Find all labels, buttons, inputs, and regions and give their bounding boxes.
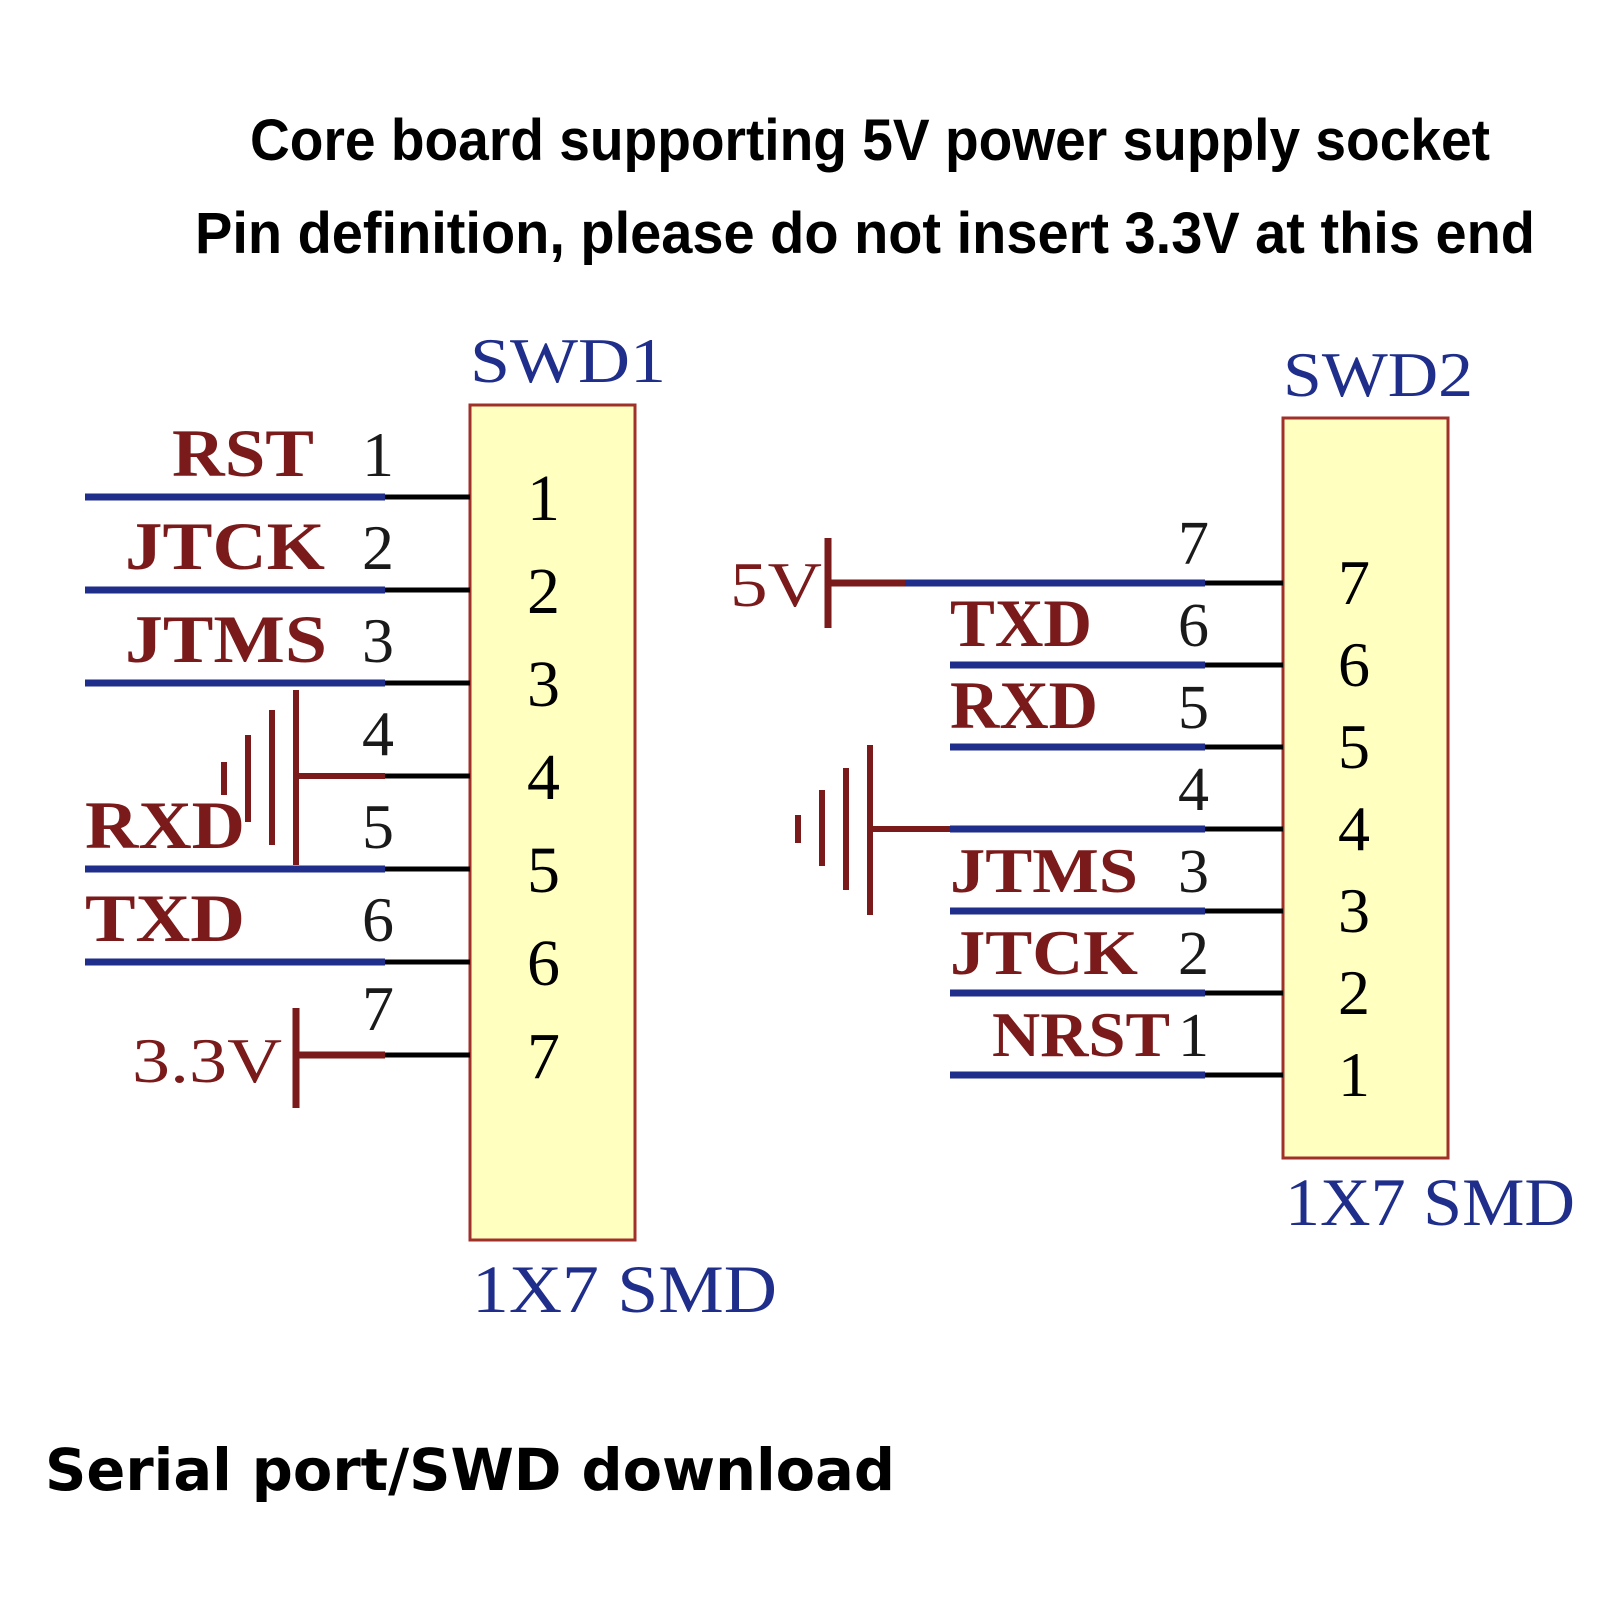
swd2-inner-pin-3: 3: [1338, 875, 1370, 946]
swd2-net-txd: TXD: [950, 585, 1092, 661]
swd1-package-label: 1X7 SMD: [472, 1251, 777, 1327]
swd2-outer-pin-6: 6: [1178, 592, 1209, 660]
swd1-inner-pin-5: 5: [527, 834, 560, 907]
swd2-body: [1281, 416, 1450, 1160]
swd1-outer-pin-7: 7: [362, 973, 394, 1044]
swd1-net-txd: TXD: [85, 880, 245, 956]
swd1-ref-label: SWD1: [470, 325, 666, 396]
swd1-inner-pin-6: 6: [527, 927, 560, 1000]
swd2-outer-pin-7: 7: [1178, 510, 1209, 578]
swd1-inner-pin-2: 2: [527, 555, 560, 628]
swd1-wires: [85, 493, 385, 966]
swd2-outer-pin-3: 3: [1178, 838, 1209, 906]
footer-caption: Serial port/SWD download: [45, 1436, 895, 1504]
swd1-outer-pin-3: 3: [362, 605, 394, 676]
swd1-net-rxd: RXD: [85, 787, 245, 863]
swd1-net-jtms: JTMS: [125, 601, 327, 677]
swd2-inner-pin-6: 6: [1338, 629, 1370, 700]
swd2-outer-pin-5: 5: [1178, 674, 1209, 742]
swd2-net-jtms: JTMS: [950, 835, 1138, 906]
swd2-inner-pin-1: 1: [1338, 1039, 1370, 1110]
connector-swd2: SWD2 1X7 SMD 5V: [730, 339, 1575, 1240]
swd2-net-jtck: JTCK: [950, 917, 1138, 988]
swd2-inner-pin-2: 2: [1338, 957, 1370, 1028]
swd2-inner-pin-7: 7: [1338, 547, 1370, 618]
swd1-net-rst: RST: [172, 415, 314, 491]
ground-icon: [221, 690, 385, 865]
swd1-outer-pin-5: 5: [362, 791, 394, 862]
swd2-ref-label: SWD2: [1283, 339, 1473, 410]
swd1-outer-pin-2: 2: [362, 512, 394, 583]
header-line-1: Core board supporting 5V power supply so…: [250, 108, 1490, 173]
swd2-power-label: 5V: [730, 549, 822, 620]
ground-icon: [795, 745, 950, 915]
swd2-outer-pin-1: 1: [1178, 1002, 1209, 1070]
swd1-net-jtck: JTCK: [125, 508, 325, 584]
swd1-inner-pin-7: 7: [527, 1020, 560, 1093]
swd1-inner-pin-1: 1: [527, 462, 560, 535]
connector-swd1: SWD1 1X7 SMD: [85, 325, 777, 1327]
power-bar-icon: [292, 1008, 385, 1108]
header-line-2: Pin definition, please do not insert 3.3…: [195, 201, 1535, 266]
swd2-package-label: 1X7 SMD: [1285, 1164, 1575, 1240]
swd2-net-rxd: RXD: [950, 667, 1098, 743]
swd2-inner-pin-4: 4: [1338, 793, 1370, 864]
swd1-inner-pin-3: 3: [527, 648, 560, 721]
swd2-outer-pin-2: 2: [1178, 920, 1209, 988]
swd1-body: [468, 403, 637, 1242]
swd1-power-label: 3.3V: [132, 1025, 282, 1096]
swd1-inner-pin-4: 4: [527, 741, 560, 814]
swd2-outer-pin-4: 4: [1178, 756, 1209, 824]
swd2-net-nrst: NRST: [992, 999, 1170, 1070]
swd1-outer-pin-1: 1: [362, 419, 394, 490]
swd2-inner-pin-5: 5: [1338, 711, 1370, 782]
swd2-wires: [905, 579, 1205, 1079]
swd2-pin-leads: [1205, 580, 1283, 1078]
swd1-outer-pin-4: 4: [362, 698, 394, 769]
power-bar-icon: [824, 538, 905, 628]
swd1-outer-pin-6: 6: [362, 884, 394, 955]
swd1-pin-leads: [385, 494, 470, 1058]
